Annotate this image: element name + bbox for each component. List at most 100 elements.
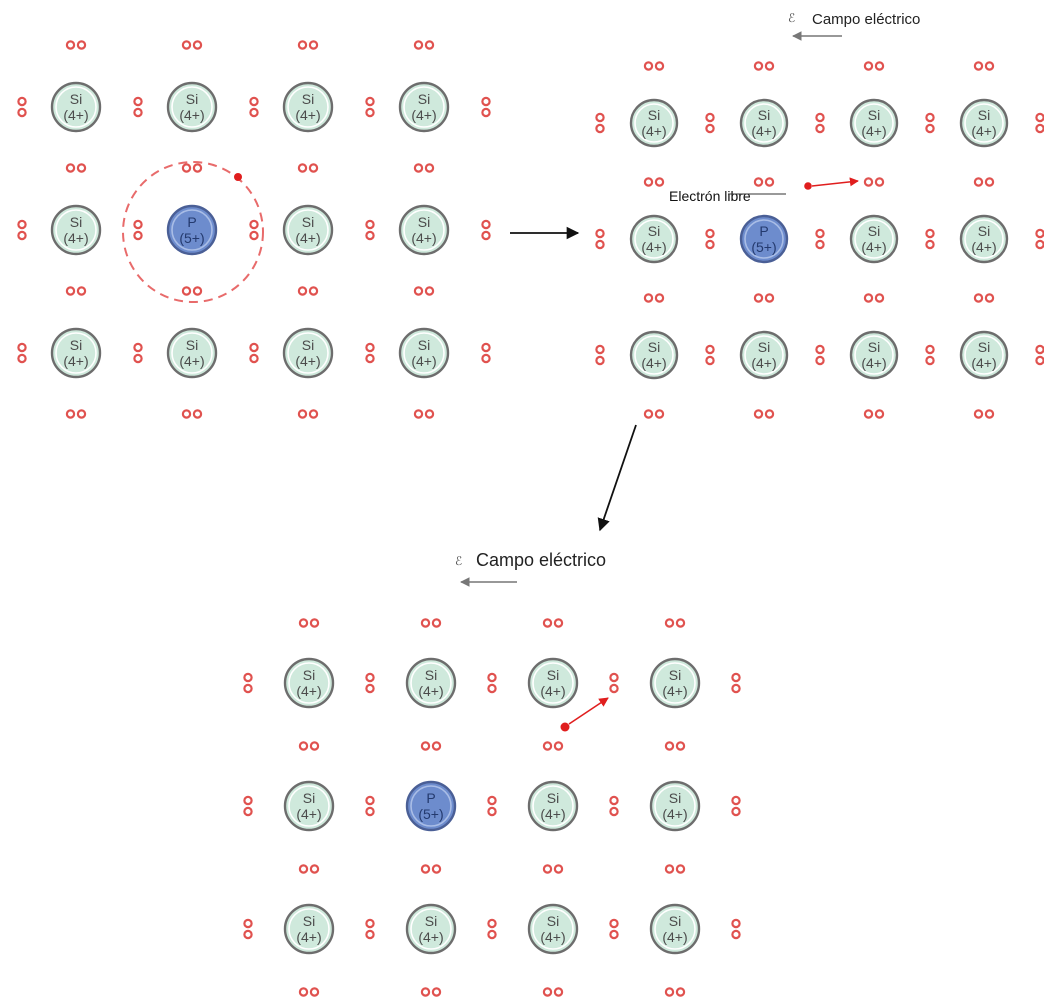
bond-electron-pair [753, 293, 775, 303]
field-symbol-panel-3: ℰ [455, 554, 462, 568]
atom-charge: (4+) [662, 929, 687, 945]
valence-electron [298, 741, 309, 751]
atom-core [282, 81, 334, 133]
valence-electron [863, 177, 874, 187]
free-electron [804, 182, 812, 190]
valence-electron [487, 683, 497, 694]
valence-electron [365, 230, 375, 241]
atom-charge: (4+) [540, 806, 565, 822]
valence-electron [181, 409, 192, 419]
atom-core [398, 327, 450, 379]
valence-electron [753, 61, 764, 71]
donor-electron-orbit [122, 161, 264, 303]
valence-electron [643, 61, 654, 71]
valence-electron [487, 929, 497, 940]
atom-charge: (4+) [662, 806, 687, 822]
valence-electron [595, 355, 605, 366]
valence-electron [481, 96, 491, 107]
atom-inner-ring [403, 332, 445, 374]
bond-electron-pair [413, 163, 435, 173]
bond-electron-pair [731, 918, 741, 940]
atom-core [629, 98, 679, 148]
valence-electron [1035, 355, 1044, 366]
valence-electron [481, 342, 491, 353]
valence-electron [249, 107, 259, 118]
atom-symbol: Si [302, 337, 314, 353]
bond-electron-pair [181, 409, 203, 419]
valence-electron [705, 112, 715, 123]
valence-electron [481, 107, 491, 118]
atom-charge: (4+) [296, 929, 321, 945]
atom-symbol: Si [648, 223, 660, 239]
bond-electron-pair [65, 286, 87, 296]
atom-symbol: Si [70, 214, 82, 230]
bond-electron-pair [973, 293, 995, 303]
atom-inner-ring [744, 335, 784, 375]
silicon-atom: Si(4+) [50, 81, 102, 133]
valence-electron [609, 683, 619, 694]
atom-charge: (4+) [418, 683, 443, 699]
silicon-atom: Si(4+) [527, 780, 579, 832]
atom-core [405, 903, 457, 955]
bond-electron-pair [753, 409, 775, 419]
valence-electron [365, 219, 375, 230]
valence-electron [17, 230, 27, 241]
valence-electron [309, 618, 320, 628]
bond-electron-pair [925, 228, 935, 250]
valence-electron [595, 344, 605, 355]
field-label-panel-3: Campo eléctrico [476, 550, 606, 570]
bond-electron-pair [481, 96, 491, 118]
valence-electron [595, 112, 605, 123]
bond-electron-pair [249, 96, 259, 118]
valence-electron [309, 987, 320, 997]
atom-inner-ring [410, 662, 452, 704]
valence-electron [76, 286, 87, 296]
atom-charge: (4+) [641, 239, 666, 255]
bond-electron-pair [65, 40, 87, 50]
bond-electron-pair [487, 672, 497, 694]
valence-electron [595, 228, 605, 239]
valence-electron [298, 864, 309, 874]
bond-electron-pair [17, 219, 27, 241]
valence-electron [643, 409, 654, 419]
bond-electron-pair [1035, 228, 1044, 250]
atom-symbol: Si [186, 337, 198, 353]
bond-electron-pair [731, 672, 741, 694]
valence-electron [487, 672, 497, 683]
valence-electron [243, 795, 253, 806]
bond-electron-pair [65, 163, 87, 173]
bond-electron-pair [542, 618, 564, 628]
valence-electron [431, 618, 442, 628]
bond-electron-pair [595, 112, 605, 134]
valence-electron [365, 918, 375, 929]
bond-electron-pair [925, 112, 935, 134]
valence-electron [973, 177, 984, 187]
atom-charge: (4+) [751, 355, 776, 371]
atom-inner-ring [287, 86, 329, 128]
atom-symbol: Si [303, 667, 315, 683]
valence-electron [17, 342, 27, 353]
valence-electron [365, 929, 375, 940]
atom-inner-ring [634, 219, 674, 259]
valence-electron [365, 342, 375, 353]
bond-electron-pair [863, 177, 885, 187]
atom-core [398, 81, 450, 133]
valence-electron [705, 123, 715, 134]
silicon-atom: Si(4+) [50, 327, 102, 379]
atom-inner-ring [288, 785, 330, 827]
atom-symbol: Si [669, 913, 681, 929]
valence-electron [675, 618, 686, 628]
bond-electron-pair [17, 96, 27, 118]
valence-electron [984, 409, 995, 419]
atom-charge: (4+) [641, 123, 666, 139]
valence-electron [76, 40, 87, 50]
valence-electron [431, 987, 442, 997]
valence-electron [76, 163, 87, 173]
bond-electron-pair [973, 177, 995, 187]
valence-electron [731, 672, 741, 683]
atom-charge: (4+) [861, 123, 886, 139]
bond-electron-pair [481, 219, 491, 241]
bond-electron-pair [973, 61, 995, 71]
bond-electron-pair [609, 672, 619, 694]
valence-electron [654, 177, 665, 187]
